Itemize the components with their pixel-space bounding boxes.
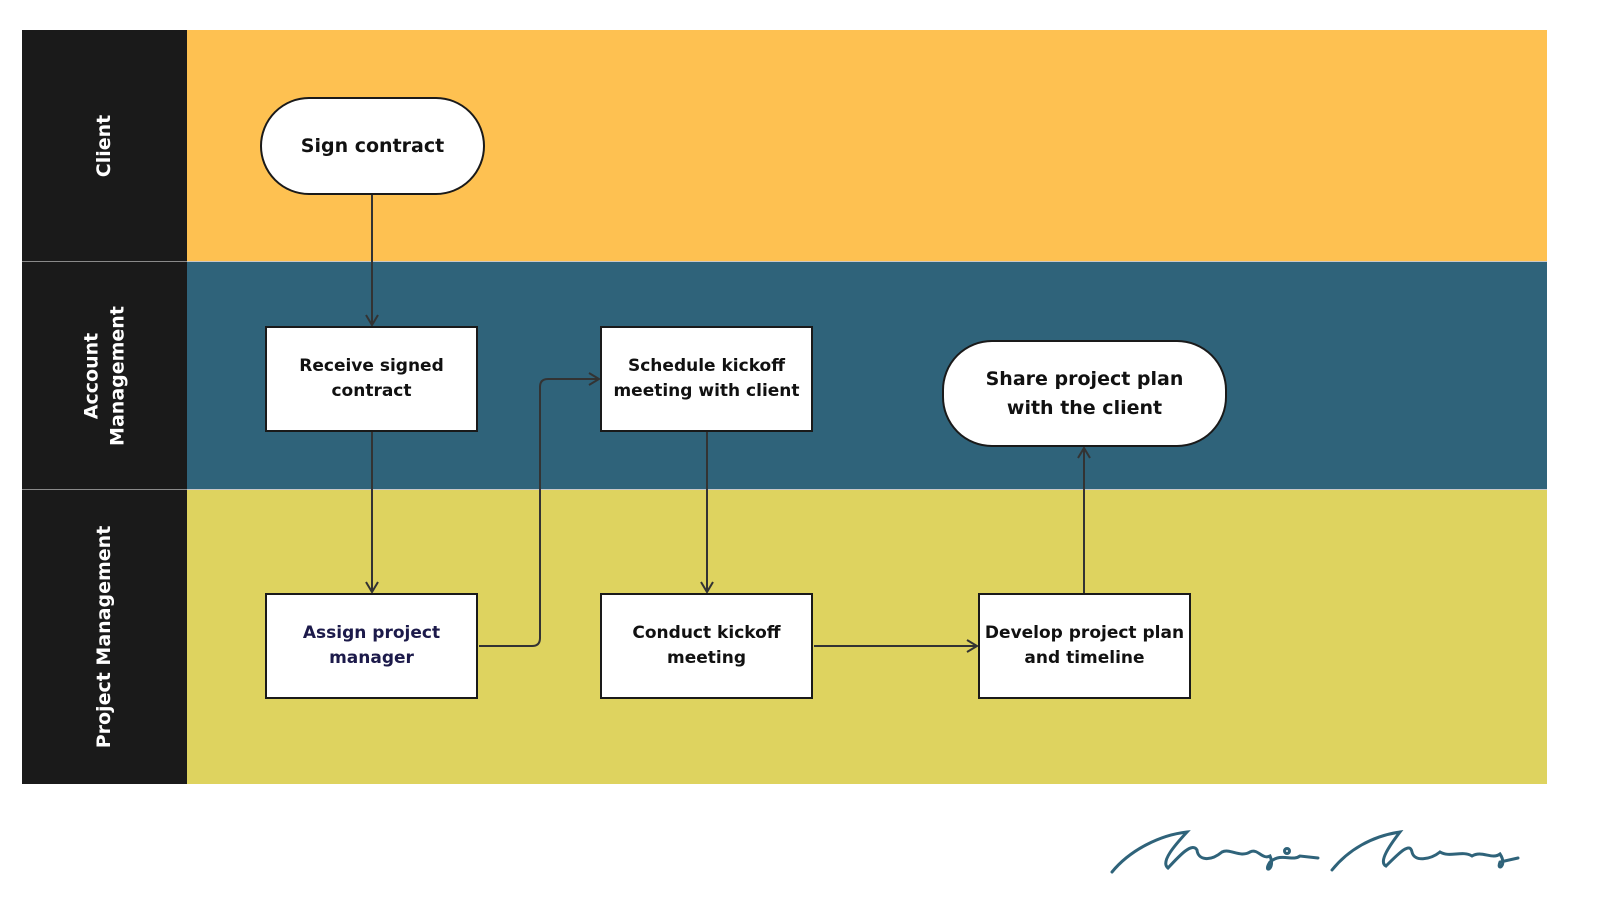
node-sign-contract[interactable]: Sign contract bbox=[260, 97, 485, 195]
node-develop-project-plan[interactable]: Develop project plan and timeline bbox=[978, 593, 1191, 699]
lane-label-project-management: Project Management bbox=[22, 490, 187, 784]
node-conduct-kickoff[interactable]: Conduct kickoff meeting bbox=[600, 593, 813, 699]
signature-image bbox=[1110, 829, 1520, 874]
lane-label-account-management: Account Management bbox=[22, 262, 187, 490]
lane-label-client: Client bbox=[22, 30, 187, 262]
node-assign-project-manager[interactable]: Assign project manager bbox=[265, 593, 478, 699]
edge-assign-to-schedule bbox=[479, 372, 601, 647]
node-schedule-kickoff[interactable]: Schedule kickoff meeting with client bbox=[600, 326, 813, 432]
node-share-project-plan[interactable]: Share project plan with the client bbox=[942, 340, 1227, 447]
node-receive-signed-contract[interactable]: Receive signed contract bbox=[265, 326, 478, 432]
